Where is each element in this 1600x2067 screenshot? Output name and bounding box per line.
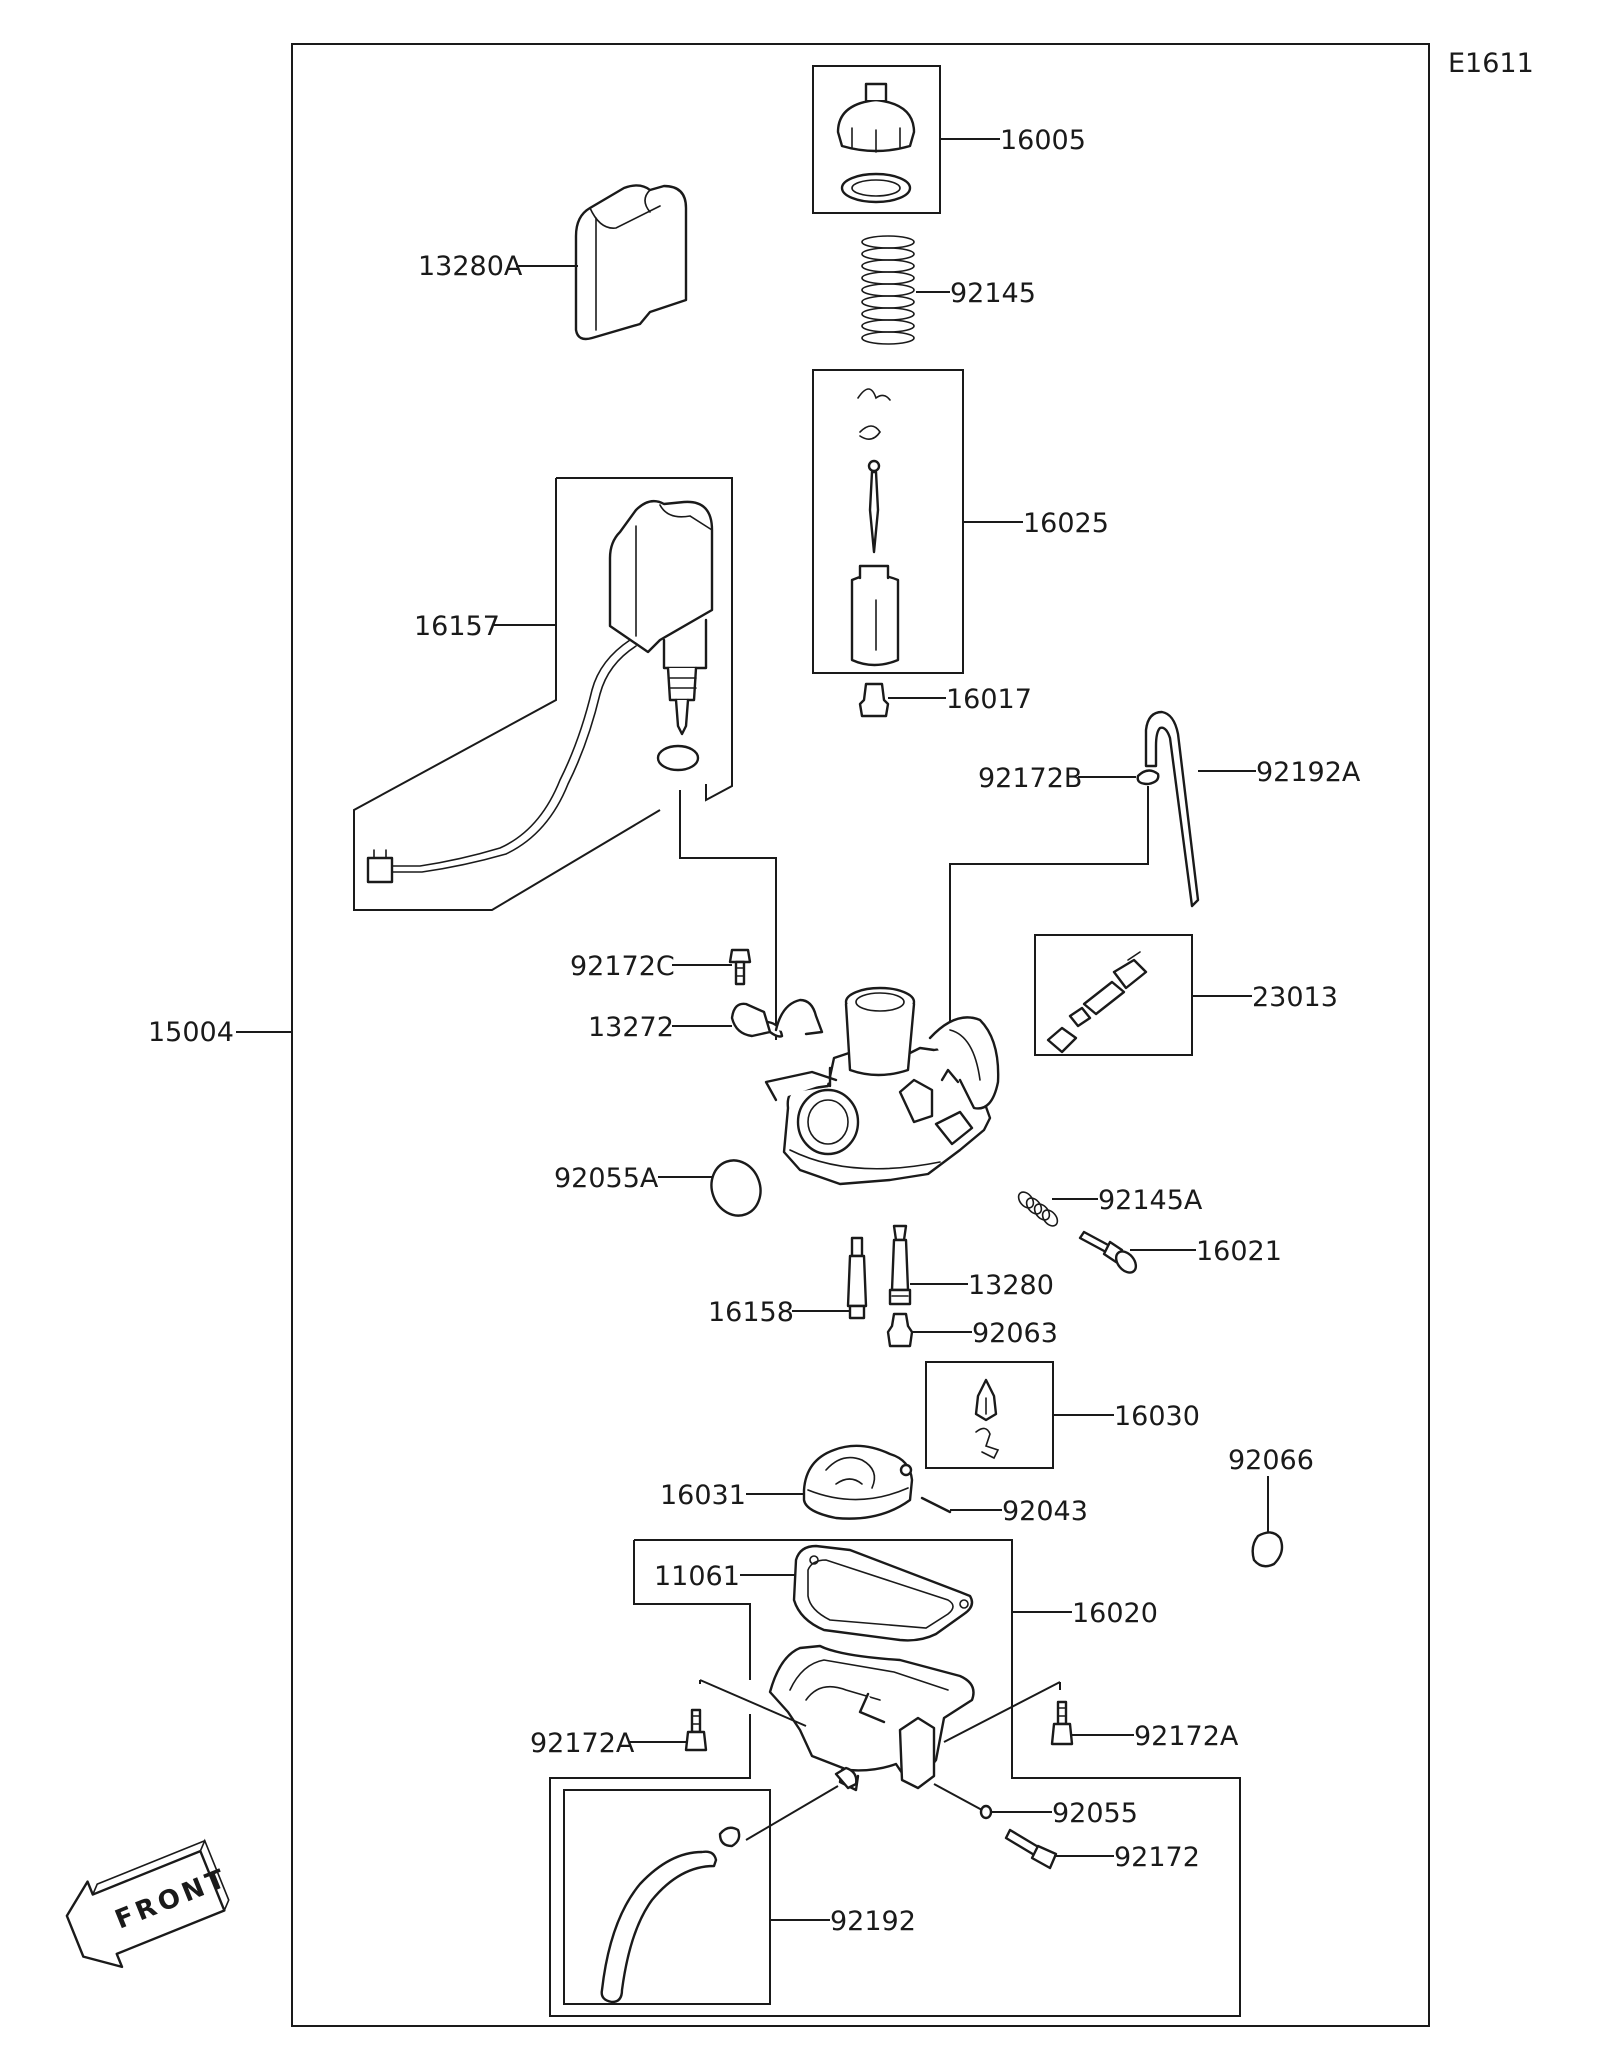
callout-16017[interactable]: 16017 bbox=[858, 682, 1032, 718]
diaphragm-cover-part bbox=[574, 184, 688, 341]
cap-part bbox=[836, 82, 916, 204]
callout-92043[interactable]: 92043 bbox=[920, 1496, 1088, 1527]
spring-part bbox=[861, 235, 915, 345]
part-label: 15004 bbox=[148, 1017, 234, 1048]
part-label: 92145 bbox=[950, 278, 1036, 309]
part-label: 16157 bbox=[414, 611, 500, 642]
part-label: 92172C bbox=[570, 951, 675, 982]
callout-92066[interactable]: 92066 bbox=[1228, 1445, 1314, 1568]
callout-16157[interactable]: 16157 bbox=[353, 477, 733, 911]
part-label: 92172A bbox=[1134, 1721, 1239, 1752]
part-label: 16158 bbox=[708, 1297, 794, 1328]
callout-16030[interactable]: 16030 bbox=[925, 1361, 1200, 1469]
float-part bbox=[802, 1444, 914, 1520]
float-valve-part bbox=[974, 1378, 1000, 1460]
callout-92063[interactable]: 92063 bbox=[886, 1312, 1058, 1349]
part-label: 11061 bbox=[654, 1561, 740, 1592]
carburetor-body-part bbox=[764, 986, 1000, 1186]
screw-part bbox=[728, 948, 752, 986]
callout-92192A[interactable]: 92192A bbox=[1144, 710, 1361, 908]
screw-part bbox=[684, 1708, 708, 1752]
part-label: 92192A bbox=[1256, 757, 1361, 788]
assembly-frame bbox=[291, 43, 1430, 2027]
screw-part bbox=[1050, 1700, 1074, 1746]
callout-16025[interactable]: 16025 bbox=[812, 369, 1109, 674]
needle-jet-part bbox=[888, 1224, 912, 1306]
small-o-ring-part bbox=[979, 1804, 993, 1820]
pin-part bbox=[920, 1496, 952, 1514]
part-label: 92063 bbox=[972, 1318, 1058, 1349]
connector-line bbox=[679, 790, 777, 1040]
part-label: 92055 bbox=[1052, 1798, 1138, 1829]
callout-16158[interactable]: 16158 bbox=[708, 1236, 868, 1328]
callout-92172A-right[interactable]: 92172A bbox=[943, 1681, 1239, 1752]
callout-92055A[interactable]: 92055A bbox=[554, 1153, 768, 1222]
drain-hose-part bbox=[600, 1766, 858, 2004]
callout-15004[interactable]: 15004 bbox=[148, 1017, 292, 1048]
callout-13280A[interactable]: 13280A bbox=[418, 184, 688, 341]
callout-13280[interactable]: 13280 bbox=[888, 1224, 1054, 1306]
part-label: 13272 bbox=[588, 1012, 674, 1043]
callout-16021[interactable]: 16021 bbox=[1078, 1230, 1282, 1276]
part-label: 16017 bbox=[946, 684, 1032, 715]
part-label: 92172 bbox=[1114, 1842, 1200, 1873]
callout-92145A[interactable]: 92145A bbox=[1016, 1185, 1203, 1229]
callout-92145[interactable]: 92145 bbox=[861, 235, 1036, 345]
part-label: 92172A bbox=[530, 1728, 635, 1759]
plug-part bbox=[1251, 1531, 1284, 1568]
callout-16020[interactable]: 16020 bbox=[549, 1539, 1241, 2017]
front-arrow-icon: FRONT bbox=[65, 1838, 233, 1969]
part-label: 13280 bbox=[968, 1270, 1054, 1301]
callout-92172C[interactable]: 92172C bbox=[570, 948, 752, 986]
callout-92172A-left[interactable]: 92172A bbox=[530, 1679, 807, 1759]
clip-part bbox=[1136, 769, 1160, 786]
callout-11061[interactable]: 11061 bbox=[654, 1544, 974, 1642]
part-label: 16025 bbox=[1023, 508, 1109, 539]
screw-set-part bbox=[1046, 951, 1148, 1054]
main-jet-part bbox=[886, 1312, 914, 1348]
callout-16005[interactable]: 16005 bbox=[812, 65, 1086, 214]
air-screw-part bbox=[1078, 1230, 1138, 1274]
auto-choke-part bbox=[366, 499, 714, 884]
part-label: 16005 bbox=[1000, 125, 1086, 156]
part-label: 16020 bbox=[1072, 1598, 1158, 1629]
part-label: 23013 bbox=[1252, 982, 1338, 1013]
part-label: 92066 bbox=[1228, 1445, 1314, 1476]
float-chamber-part bbox=[768, 1644, 975, 1792]
throttle-valve-part bbox=[850, 388, 900, 667]
drain-screw-part bbox=[1004, 1828, 1058, 1870]
part-label: 92172B bbox=[978, 763, 1082, 794]
vent-tube-part bbox=[1144, 710, 1200, 908]
bracket-part bbox=[730, 1002, 784, 1038]
callout-92055[interactable]: 92055 bbox=[933, 1783, 1138, 1829]
diagram-code: E1611 bbox=[1448, 48, 1534, 79]
pilot-jet-part bbox=[846, 1236, 868, 1320]
gasket-part bbox=[792, 1544, 974, 1642]
part-label: 16030 bbox=[1114, 1401, 1200, 1432]
small-spring-part bbox=[1017, 1191, 1059, 1227]
jet-part bbox=[858, 682, 890, 718]
part-label: 92043 bbox=[1002, 1496, 1088, 1527]
callout-23013[interactable]: 23013 bbox=[1034, 934, 1338, 1056]
part-label: 92055A bbox=[554, 1163, 659, 1194]
callout-92172[interactable]: 92172 bbox=[1004, 1828, 1200, 1873]
o-ring-part bbox=[710, 1159, 762, 1217]
callout-13272[interactable]: 13272 bbox=[588, 998, 824, 1043]
callout-92172B[interactable]: 92172B bbox=[978, 763, 1160, 794]
part-label: 16031 bbox=[660, 1480, 746, 1511]
callout-16031[interactable]: 16031 bbox=[660, 1444, 914, 1520]
connector-line bbox=[949, 786, 1149, 1032]
part-label: 16021 bbox=[1196, 1236, 1282, 1267]
callout-92192[interactable]: 92192 bbox=[563, 1766, 916, 2005]
part-label: 92145A bbox=[1098, 1185, 1203, 1216]
part-label: 13280A bbox=[418, 251, 523, 282]
part-label: 92192 bbox=[830, 1906, 916, 1937]
